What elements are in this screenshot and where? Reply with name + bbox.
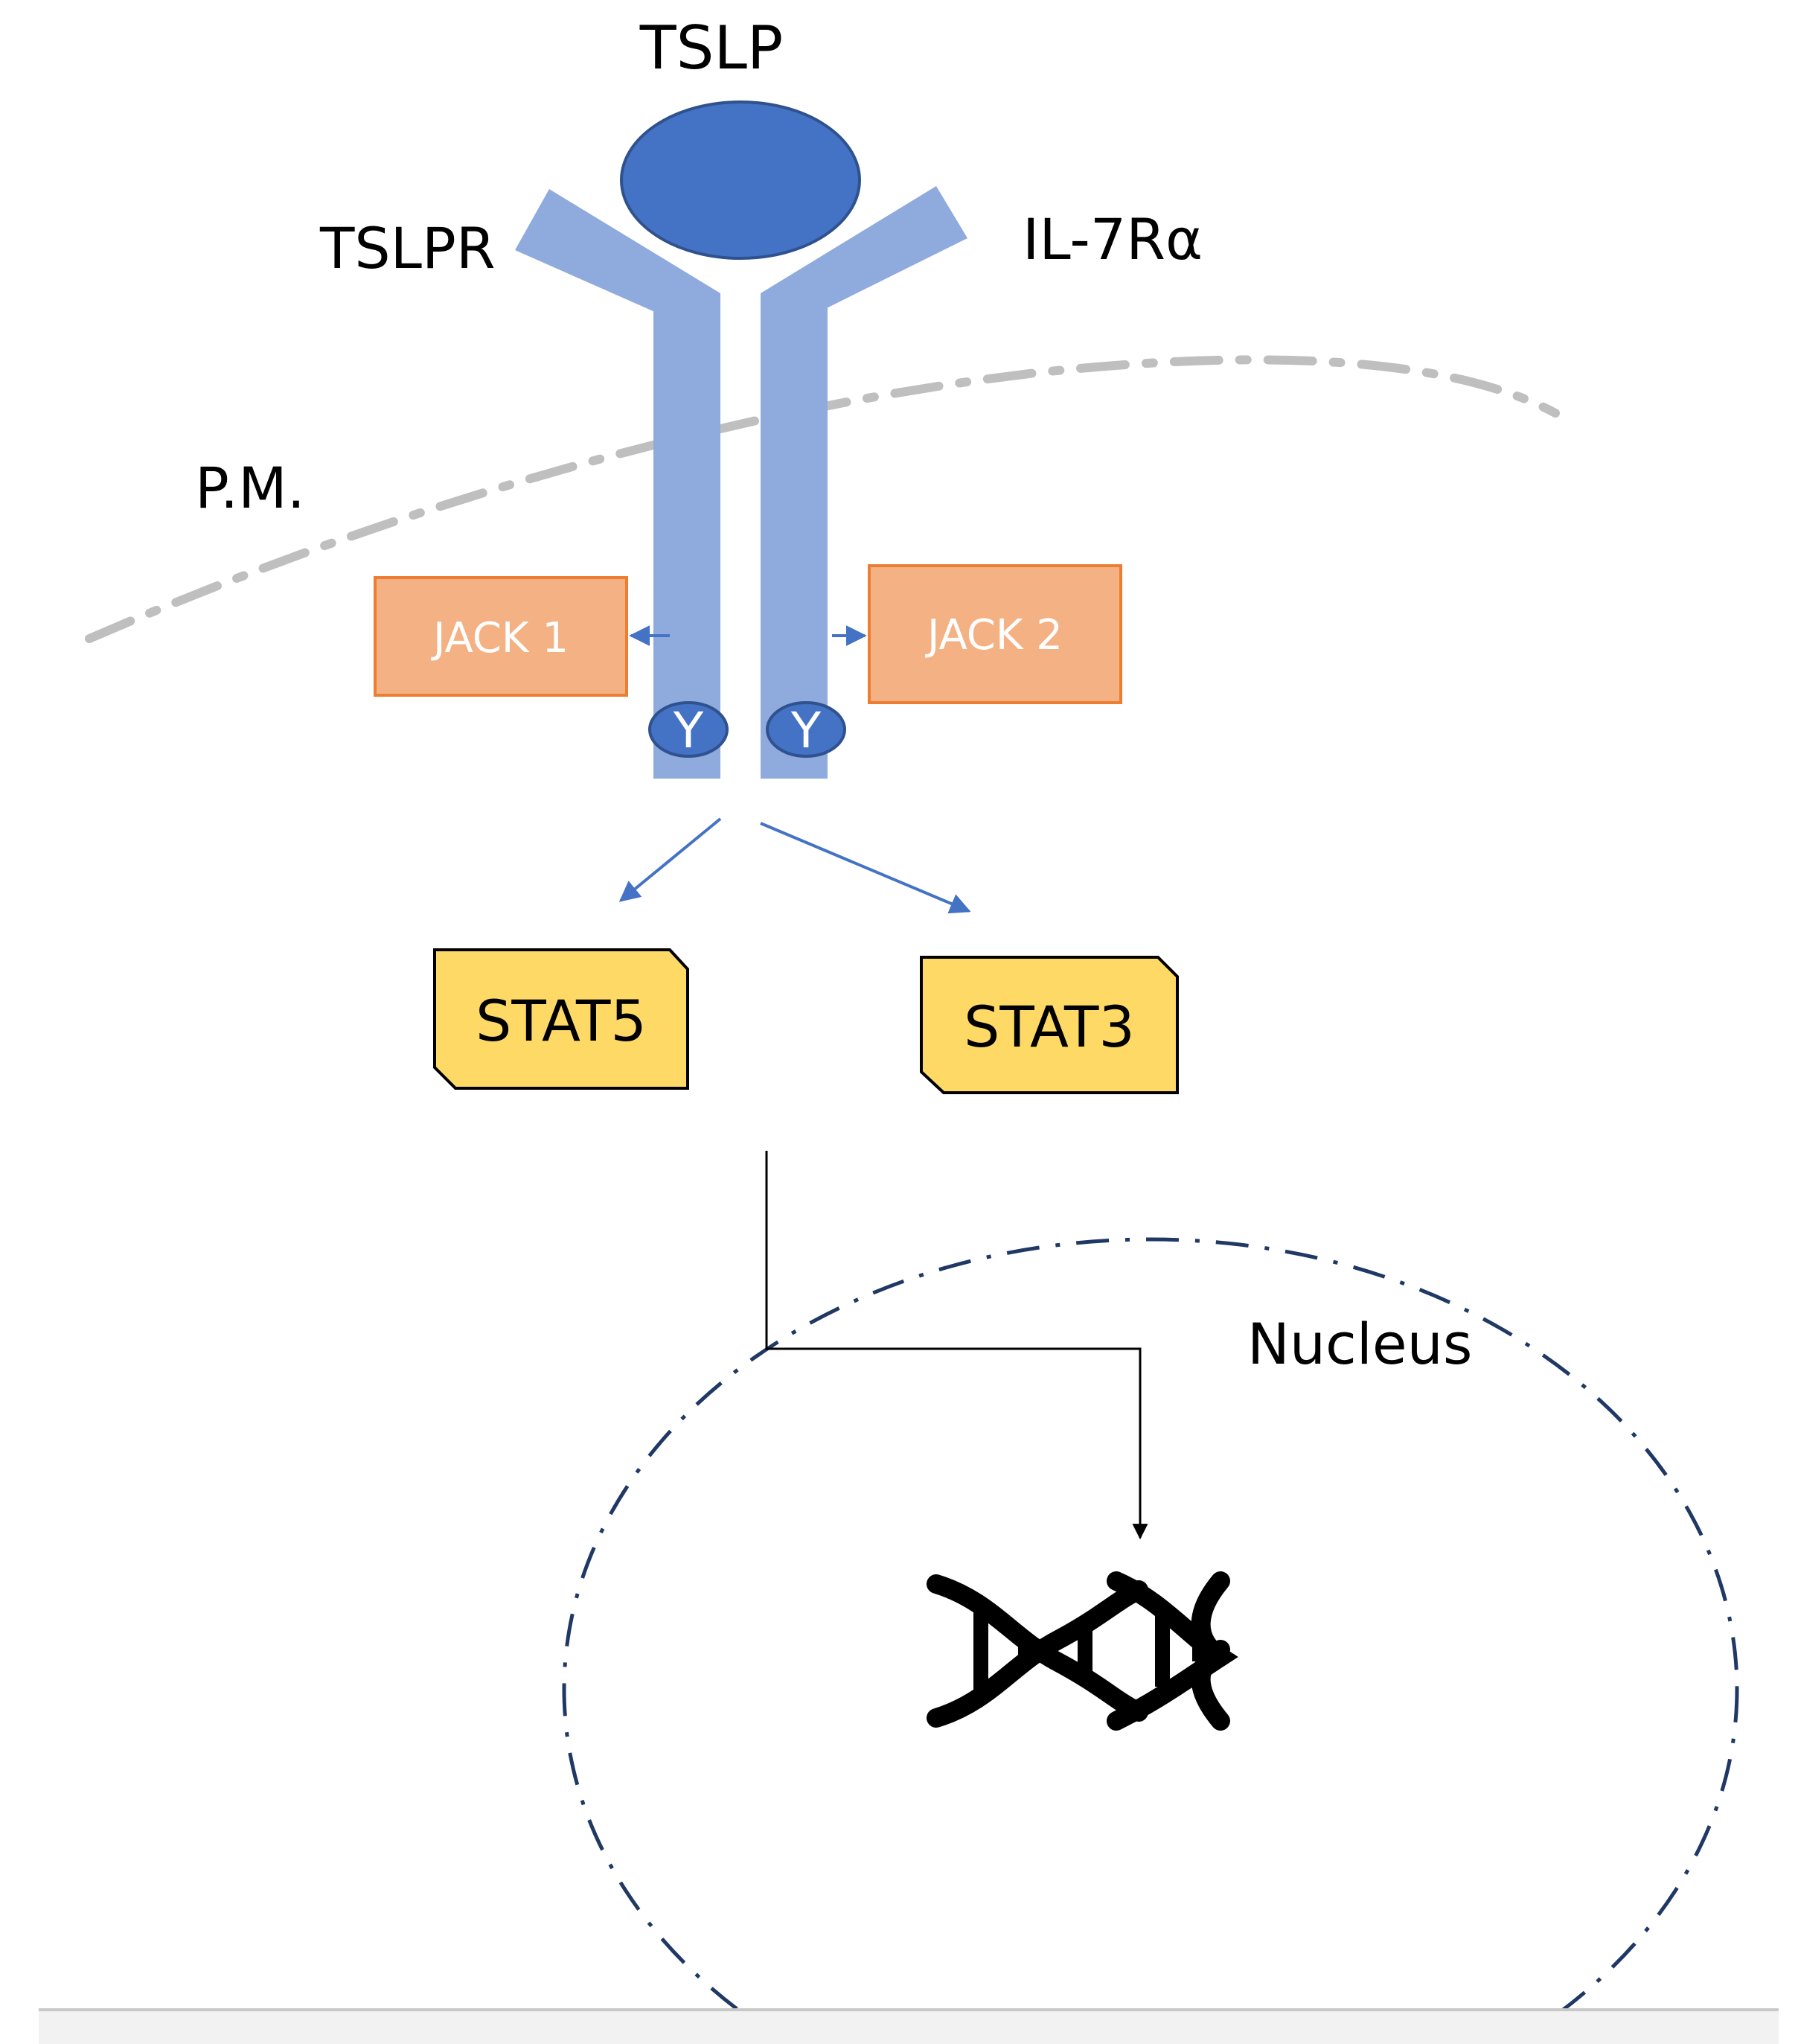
- il7ra-receptor: [761, 186, 967, 779]
- tyrosine-left: Y: [648, 701, 729, 759]
- nucleus-label: Nucleus: [1247, 1311, 1472, 1377]
- arrow-to-stat5: [618, 817, 722, 902]
- nucleus-outline: [562, 1237, 1739, 2044]
- tslp-ligand: [620, 100, 861, 260]
- tyrosine-right: Y: [766, 701, 846, 759]
- tslpr-receptor: [515, 189, 720, 779]
- stat5-label: STAT5: [476, 988, 647, 1054]
- jack2-label: JACK 2: [925, 611, 1063, 659]
- dna-helix-icon: [927, 1571, 1238, 1731]
- il7ra-label: IL-7Rα: [1023, 206, 1203, 272]
- plasma-membrane-label: P.M.: [195, 455, 305, 521]
- tslpr-stalk: [653, 293, 720, 779]
- tyrosine-left-label: Y: [673, 702, 704, 759]
- plasma-membrane-line: [85, 355, 1560, 643]
- tyrosine-right-label: Y: [790, 702, 822, 759]
- stat5-box: STAT5: [433, 948, 689, 1090]
- stat3-box: STAT3: [920, 956, 1179, 1094]
- tslp-label: TSLP: [639, 13, 783, 83]
- stat3-label: STAT3: [964, 994, 1135, 1060]
- arrow-to-dna: [765, 1151, 1148, 1540]
- arrow-to-stat3: [760, 822, 971, 914]
- il7ra-stalk: [761, 293, 828, 779]
- jack2-box: JACK 2: [868, 564, 1122, 704]
- tslpr-label: TSLPR: [319, 215, 496, 281]
- bottom-strip: [39, 2011, 1779, 2044]
- jack1-box: JACK 1: [374, 576, 628, 697]
- jack1-label: JACK 1: [431, 614, 569, 662]
